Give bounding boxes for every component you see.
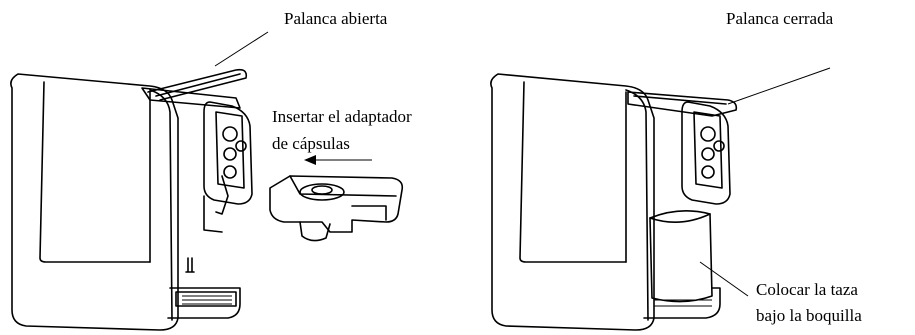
coffee-machine-right	[490, 73, 738, 331]
leader-line-cup	[699, 261, 749, 297]
leader-line-lever-open	[214, 31, 269, 67]
label-lever-open: Palanca abierta	[284, 9, 388, 28]
label-lever-closed: Palanca cerrada	[726, 9, 834, 28]
insert-arrow	[304, 155, 372, 165]
label-place-cup-line1: Colocar la taza	[756, 280, 858, 299]
label-place-cup-line2: bajo la boquilla	[756, 306, 862, 325]
cup	[649, 210, 713, 303]
label-insert-adapter-line2: de cápsulas	[272, 134, 350, 153]
label-insert-adapter-line1: Insertar el adaptador	[272, 107, 412, 126]
leader-line-lever-closed	[727, 67, 831, 105]
capsule-adapter	[269, 175, 404, 242]
coffee-machine-left	[10, 68, 253, 331]
